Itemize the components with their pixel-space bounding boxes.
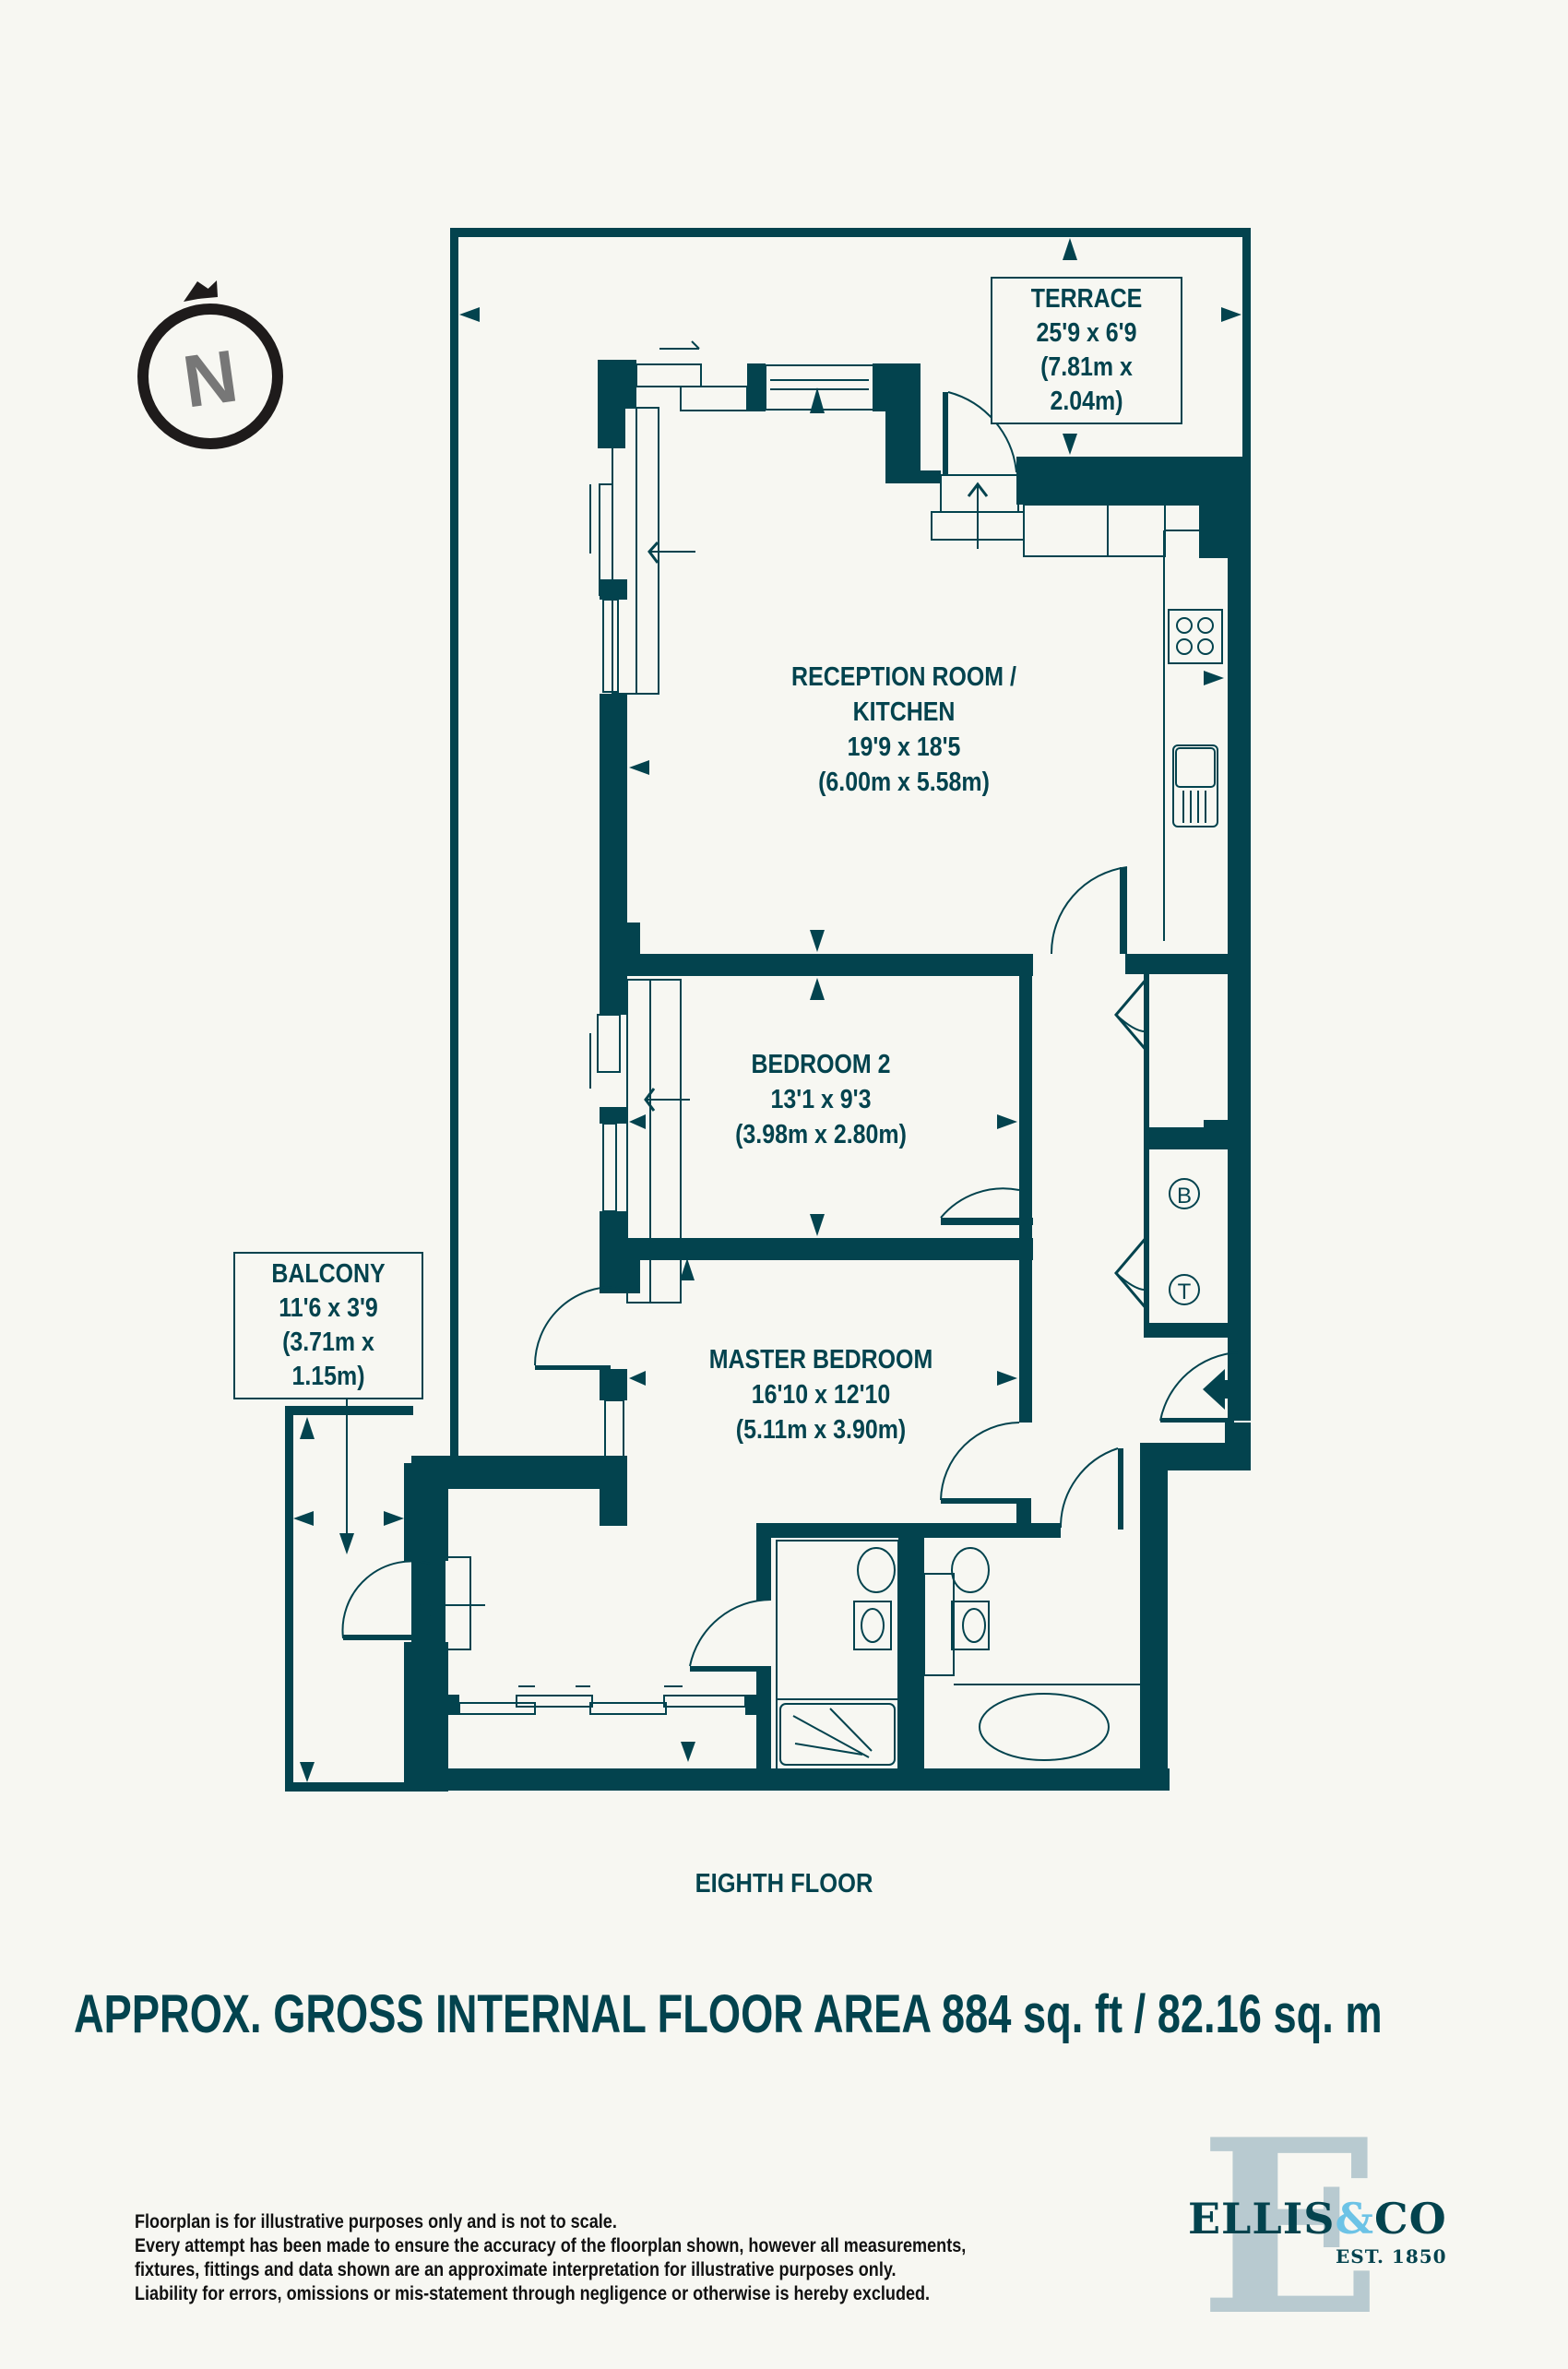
entrance-arrow-icon (1203, 1369, 1250, 1410)
svg-text:B: B (1177, 1184, 1192, 1208)
terrace-label: TERRACE 25'9 x 6'9 (7.81m x 2.04m) (991, 277, 1182, 424)
bedroom2-label: BEDROOM 2 13'1 x 9'3 (3.98m x 2.80m) (735, 1050, 907, 1149)
kitchen-sink-icon (1172, 744, 1218, 827)
floor-label: EIGHTH FLOOR (695, 1869, 873, 1899)
reception-label: RECEPTION ROOM / KITCHEN 19'9 x 18'5 (6.… (791, 662, 1016, 797)
logo-watermark-letter: E (1199, 2088, 1383, 2369)
master-bedroom-label: MASTER BEDROOM 16'10 x 12'10 (5.11m x 3.… (708, 1345, 933, 1445)
balcony-label: BALCONY 11'6 x 3'9 (3.71m x 1.15m) (233, 1252, 423, 1399)
logo-name: ELLIS&CO (1188, 2194, 1447, 2244)
bathroom (923, 1547, 1140, 1761)
storage-cupboards: B T (1114, 959, 1251, 1365)
disclaimer: Floorplan is for illustrative purposes o… (135, 2211, 967, 2304)
reception-walls (589, 340, 1251, 1421)
terrace-outline (450, 228, 1251, 1464)
lower-walls (341, 1456, 1170, 1792)
shower-room (776, 1540, 899, 1770)
entrance (1140, 1351, 1251, 1790)
ellis-co-logo: E ELLIS&CO EST. 1850 (1162, 2088, 1476, 2369)
balcony-walls (285, 1315, 459, 1792)
floor-area-text: APPROX. GROSS INTERNAL FLOOR AREA 884 sq… (74, 1984, 1383, 2044)
north-compass-icon: N (137, 280, 283, 449)
bedroom2-walls (589, 976, 1033, 1321)
svg-text:T: T (1178, 1280, 1192, 1304)
hob-icon (1168, 609, 1223, 664)
logo-established: EST. 1850 (1336, 2245, 1447, 2268)
svg-text:N: N (178, 334, 243, 423)
